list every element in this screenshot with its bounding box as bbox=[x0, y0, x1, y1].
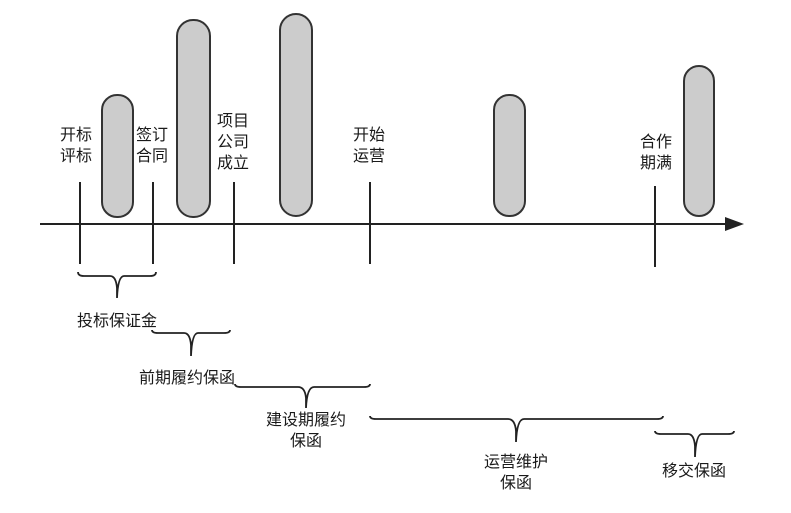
axis-arrowhead bbox=[725, 217, 744, 231]
brace-operation-maintenance bbox=[369, 415, 664, 443]
brace-construction-performance bbox=[234, 383, 371, 409]
brace-handover bbox=[654, 430, 735, 458]
pill-pre-performance bbox=[176, 19, 211, 218]
guarantee-label-construction-performance: 建设期履约 保函 bbox=[265, 410, 346, 450]
pill-operation-maintenance bbox=[493, 94, 526, 217]
guarantee-label-handover: 移交保函 bbox=[661, 461, 726, 480]
milestone-label-cooperation-expiry: 合作 期满 bbox=[640, 132, 673, 172]
pill-handover bbox=[683, 65, 715, 217]
milestone-label-bid-evaluation: 开标 评标 bbox=[60, 125, 93, 165]
period-braces bbox=[77, 271, 735, 458]
milestone-label-operation-start: 开始 运营 bbox=[353, 125, 386, 165]
guarantee-label-operation-maintenance: 运营维护 保函 bbox=[483, 452, 548, 492]
guarantee-pills bbox=[101, 13, 715, 218]
pill-construction-performance bbox=[279, 13, 313, 217]
brace-bid-bond bbox=[77, 271, 157, 299]
guarantee-label-pre-performance: 前期履约保函 bbox=[138, 368, 235, 387]
brace-pre-performance bbox=[151, 329, 231, 357]
milestone-ticks bbox=[79, 182, 656, 267]
guarantee-label-bid-bond: 投标保证金 bbox=[76, 311, 157, 330]
pill-bid-bond bbox=[101, 94, 134, 218]
milestone-label-contract-signing: 签订 合同 bbox=[136, 125, 169, 165]
milestone-label-project-company-setup: 项目 公司 成立 bbox=[217, 111, 250, 172]
